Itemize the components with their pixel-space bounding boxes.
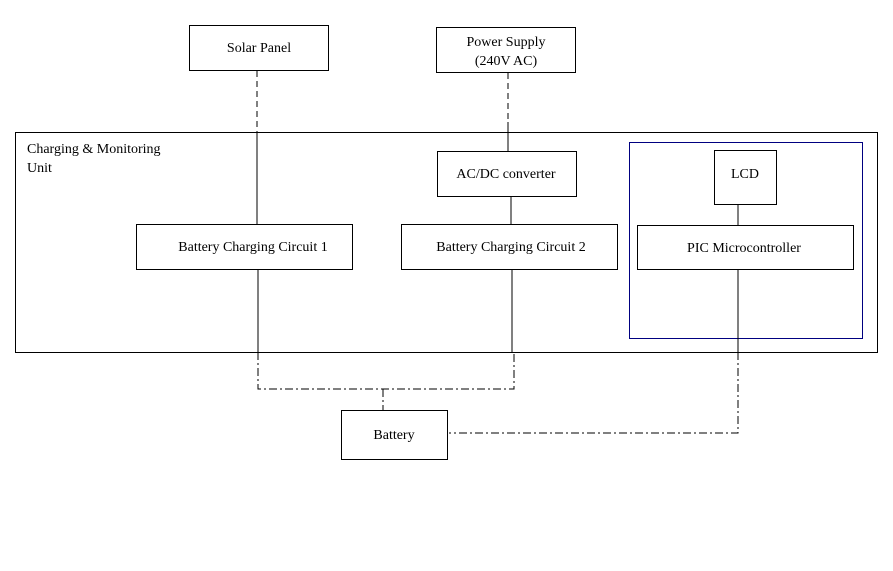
charging-circuit-1-node: Battery Charging Circuit 1 xyxy=(136,224,353,270)
unit-label-line2: Unit xyxy=(27,161,52,176)
microcontroller-group-frame xyxy=(629,142,863,339)
pic-microcontroller-label: PIC Microcontroller xyxy=(687,241,801,256)
ac-dc-converter-node: AC/DC converter xyxy=(437,151,577,197)
battery-box xyxy=(341,410,448,460)
charging-circuit-2-node: Battery Charging Circuit 2 xyxy=(401,224,618,270)
pic-microcontroller-box xyxy=(637,225,854,270)
charging-circuit-1-box xyxy=(136,224,353,270)
lcd-node: LCD xyxy=(714,150,777,205)
lcd-box xyxy=(714,150,777,205)
solar-panel-box xyxy=(189,25,329,71)
solar-panel-node: Solar Panel xyxy=(189,25,329,71)
charging-circuit-2-box xyxy=(401,224,618,270)
power-supply-label-line2: (240V AC) xyxy=(475,54,538,69)
lcd-label: LCD xyxy=(731,167,759,182)
ac-dc-converter-label: AC/DC converter xyxy=(456,167,555,182)
connector-pic-to-battery xyxy=(449,352,739,434)
connector-circuits-to-battery-bus xyxy=(257,352,515,390)
charging-circuit-2-label: Battery Charging Circuit 2 xyxy=(436,240,585,255)
battery-node: Battery xyxy=(341,410,448,460)
solar-panel-label: Solar Panel xyxy=(227,41,291,56)
power-supply-box xyxy=(436,27,576,73)
ac-dc-converter-box xyxy=(437,151,577,197)
pic-microcontroller-node: PIC Microcontroller xyxy=(637,225,854,270)
power-supply-node: Power Supply (240V AC) xyxy=(436,27,576,73)
unit-label-line1: Charging & Monitoring xyxy=(27,142,161,157)
power-supply-label-line1: Power Supply xyxy=(467,35,546,50)
charging-circuit-1-label: Battery Charging Circuit 1 xyxy=(178,240,327,255)
battery-label: Battery xyxy=(373,428,414,443)
charging-monitoring-unit-frame xyxy=(15,132,878,353)
